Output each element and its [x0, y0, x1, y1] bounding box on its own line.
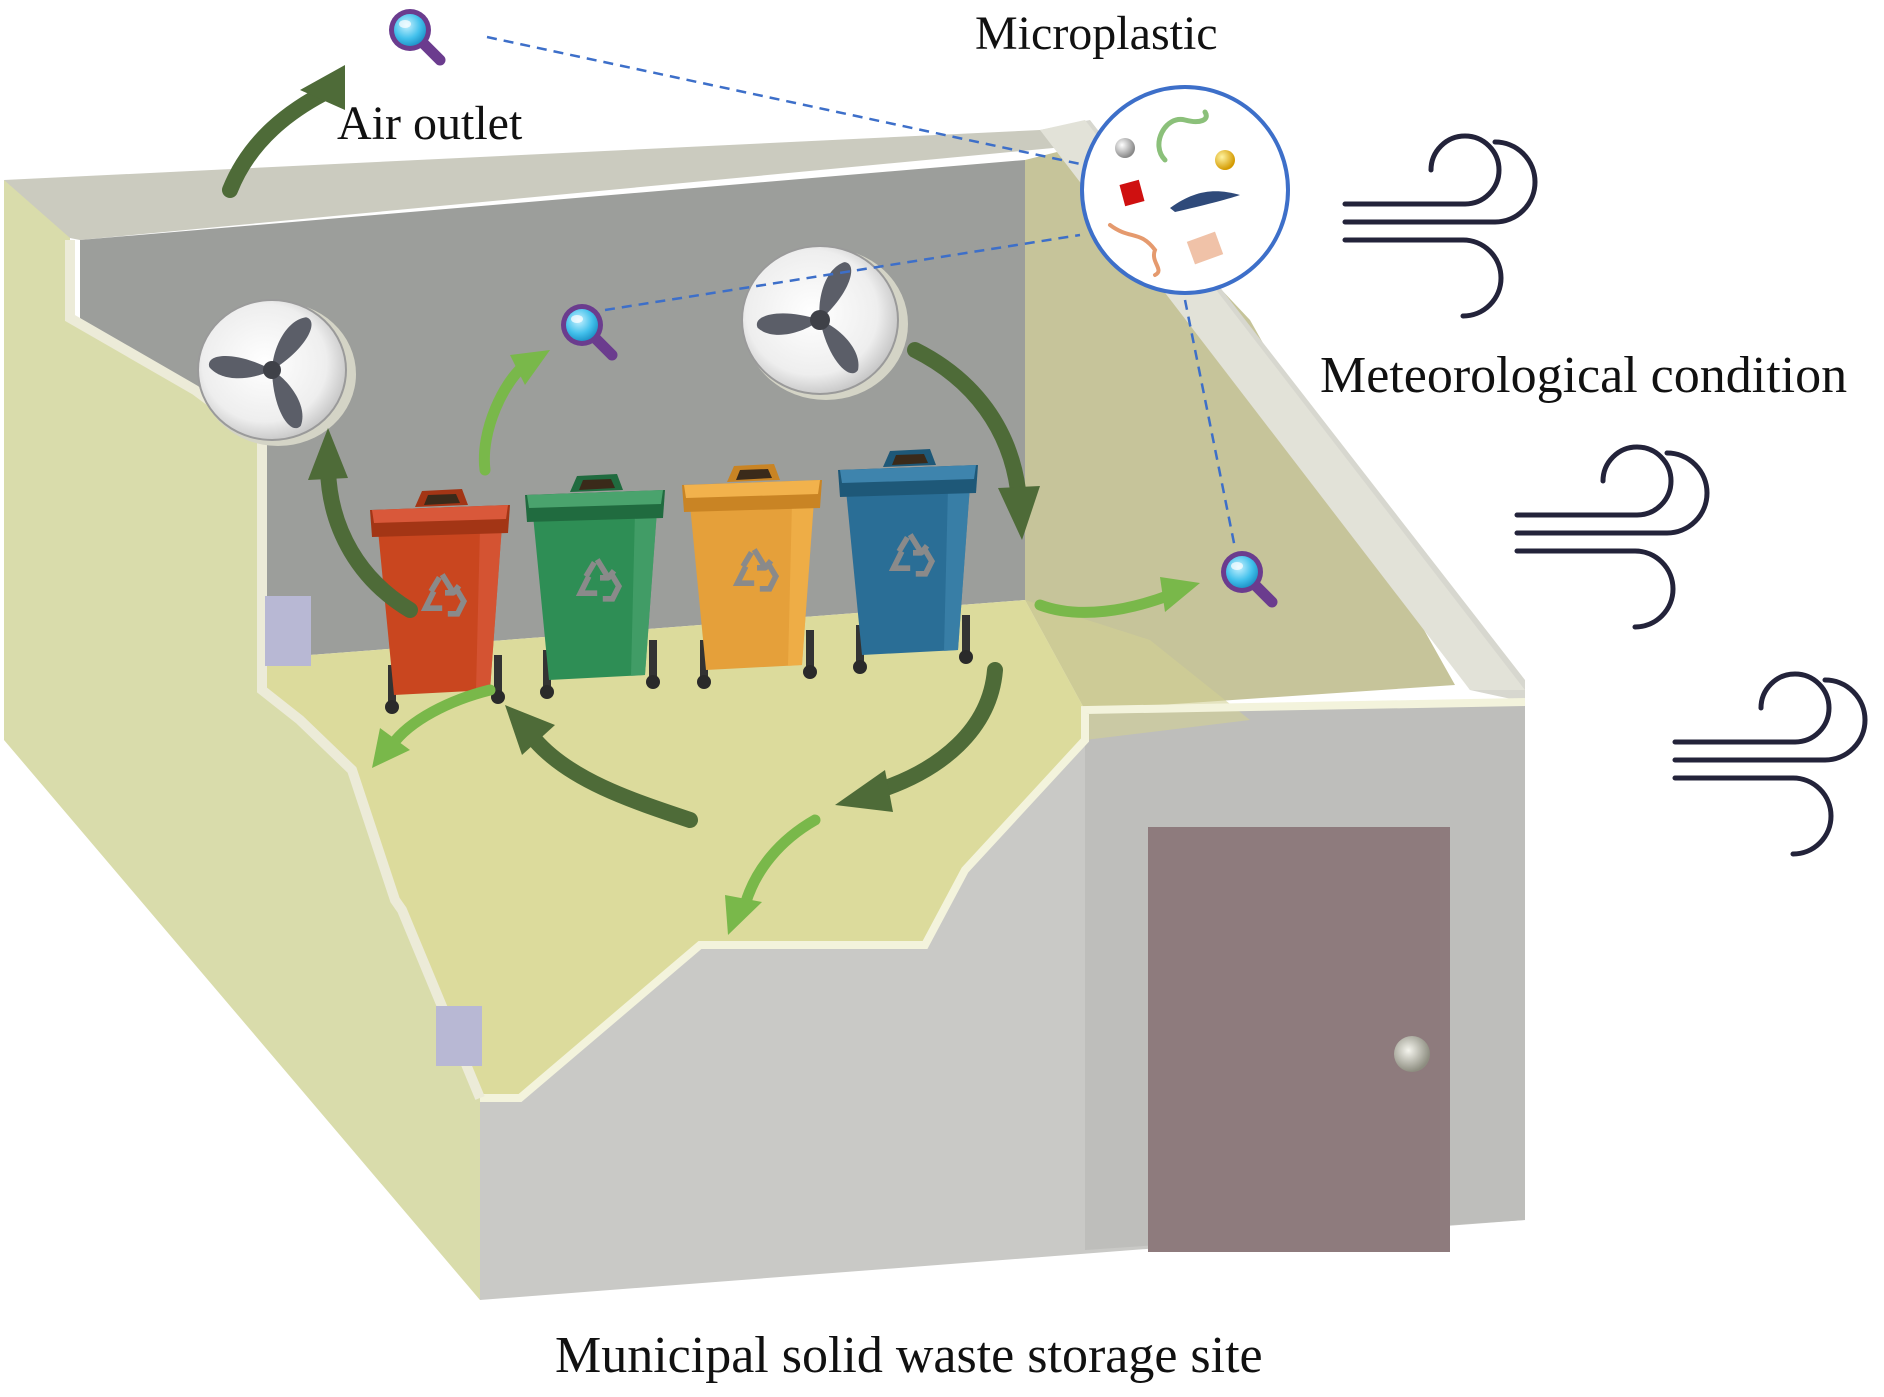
door — [1148, 827, 1450, 1252]
microplastic-inset — [1080, 85, 1290, 295]
arrow-floor-down-left — [872, 662, 1003, 798]
wind-icon-middle — [1517, 447, 1707, 627]
arrow-to-left-fan — [320, 462, 418, 618]
arrow-center-floor — [739, 814, 821, 911]
right-inner-wall — [1025, 145, 1455, 710]
site-caption: Municipal solid waste storage site — [555, 1327, 1263, 1384]
left-wall-vent-upper — [265, 596, 311, 666]
left-wall-edge — [65, 240, 485, 1100]
arrow-to-right-sample-head — [1160, 577, 1200, 612]
waste-bins — [370, 449, 978, 714]
waste-bin-4 — [838, 449, 978, 674]
sampling-point-outlet — [389, 9, 440, 60]
arrow-right-fan-down-head — [998, 486, 1040, 540]
wind-icon-lower — [1675, 674, 1865, 854]
microplastic-film-blue — [1170, 191, 1240, 212]
arrow-floor-up-left-head — [505, 705, 555, 755]
microplastic-fiber-orange — [1108, 223, 1161, 277]
waste-bin-3 — [682, 464, 822, 689]
arrow-floor-up-left — [527, 732, 698, 828]
door-knob — [1394, 1036, 1430, 1072]
link-right — [1183, 299, 1237, 549]
microplastic-bead-gold — [1215, 150, 1235, 170]
microplastic-fragment-red — [1119, 179, 1145, 207]
air-outlet-label: Air outlet — [337, 97, 523, 150]
fan-left — [197, 299, 356, 446]
microplastic-label: Microplastic — [975, 7, 1218, 60]
meteorological-condition-label: Meteorological condition — [1320, 347, 1848, 404]
arrow-air-outlet-head — [300, 65, 345, 110]
wind-icon-upper — [1345, 136, 1535, 316]
sampling-links — [486, 35, 1237, 549]
floor — [262, 600, 1085, 1098]
left-wall-vent-lower — [436, 1006, 482, 1066]
arrow-to-left-fan-head — [308, 428, 348, 480]
microplastic-bead-grey — [1115, 138, 1135, 158]
waste-bin-1 — [370, 489, 510, 714]
wall-top-rim — [4, 130, 1085, 240]
arrow-air-outlet — [222, 82, 338, 198]
arrow-floor-down-left-head — [835, 770, 893, 812]
arrow-right-fan-down — [907, 342, 1026, 498]
front-wall-edge — [480, 698, 1526, 1102]
arrow-to-right-sample — [1034, 589, 1176, 618]
microplastic-fragment-peach — [1186, 231, 1224, 265]
arrow-left-floor-head — [372, 728, 410, 768]
microplastic-fiber-green — [1156, 109, 1209, 163]
arrow-left-floor — [386, 684, 496, 751]
arrow-to-sample-center-head — [510, 350, 550, 385]
arrow-center-floor-head — [725, 895, 762, 935]
left-outer-wall — [4, 180, 480, 1300]
waste-bin-2 — [525, 474, 665, 699]
link-center — [604, 233, 1081, 312]
airflow-arrows — [222, 65, 1200, 935]
